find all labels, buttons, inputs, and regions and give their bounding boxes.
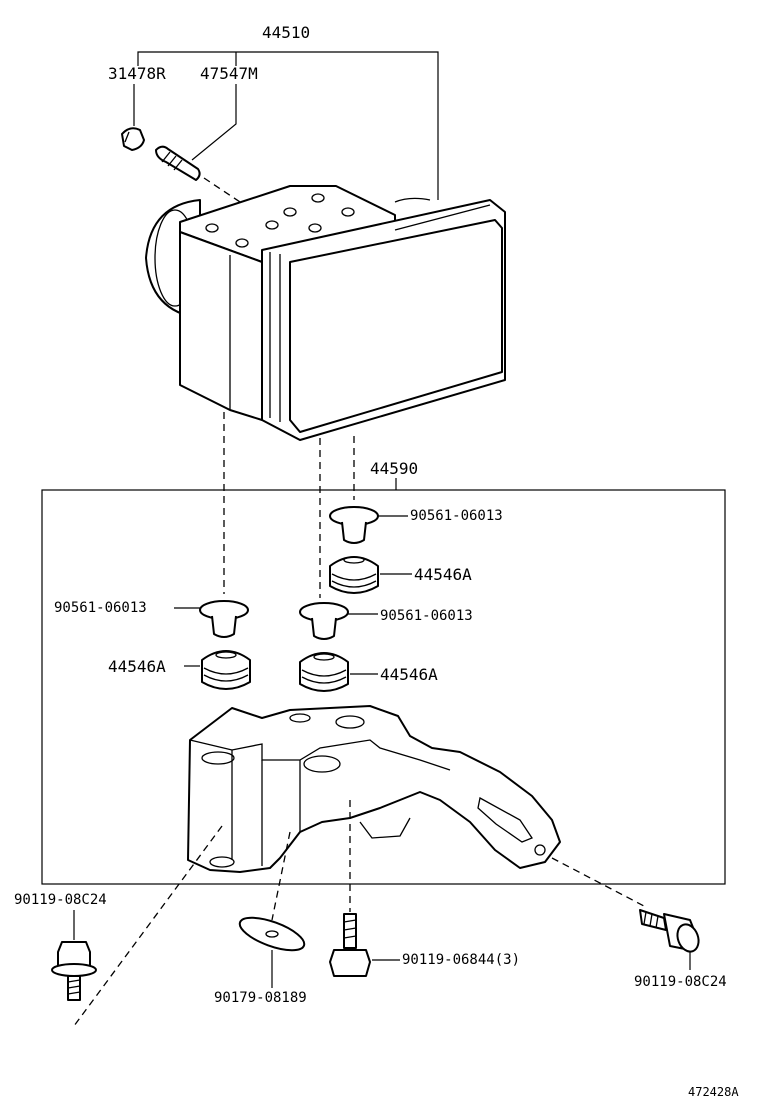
align-line-bolt-right	[551, 857, 645, 907]
washer-icon	[238, 916, 306, 952]
align-line-washer	[271, 831, 291, 921]
flange-bolt-icon	[639, 909, 700, 953]
label-44546A-left: 44546A	[108, 657, 166, 676]
hex-bolt-icon	[329, 913, 371, 977]
leader-47547M	[191, 84, 237, 161]
abs-actuator-unit	[145, 185, 506, 441]
align-line-lower-left	[73, 825, 223, 1027]
bleeder-cap-icon	[121, 127, 145, 151]
label-44546A-center: 44546A	[380, 665, 438, 684]
label-90561-center: 90561-06013	[380, 608, 473, 624]
drawing-id: 472428A	[688, 1085, 739, 1099]
label-44590: 44590	[370, 459, 418, 478]
bracket-assembly-frame	[41, 489, 726, 885]
label-31478R: 31478R	[108, 64, 166, 83]
label-90179-08189: 90179-08189	[214, 990, 307, 1006]
label-47547M: 47547M	[200, 64, 258, 83]
label-90119-08C24-left: 90119-08C24	[14, 892, 107, 908]
leader-44510	[137, 51, 439, 200]
label-44546A-right-top: 44546A	[414, 565, 472, 584]
cushion-icon	[299, 652, 349, 692]
label-44510: 44510	[262, 23, 310, 42]
grommet-icon	[299, 602, 349, 640]
grommet-icon	[199, 600, 249, 638]
port-holes	[205, 193, 355, 248]
label-90561-left: 90561-06013	[54, 600, 147, 616]
mounting-bracket	[187, 705, 561, 873]
cushion-icon	[201, 650, 251, 690]
label-90119-08C24-right: 90119-08C24	[634, 974, 727, 990]
grommet-icon	[329, 506, 379, 544]
label-90119-06844: 90119-06844(3)	[402, 952, 520, 968]
cushion-icon	[329, 556, 379, 594]
label-90561-right-top: 90561-06013	[410, 508, 503, 524]
flange-bolt-icon	[51, 941, 97, 1001]
bleeder-plug-icon	[155, 145, 201, 181]
